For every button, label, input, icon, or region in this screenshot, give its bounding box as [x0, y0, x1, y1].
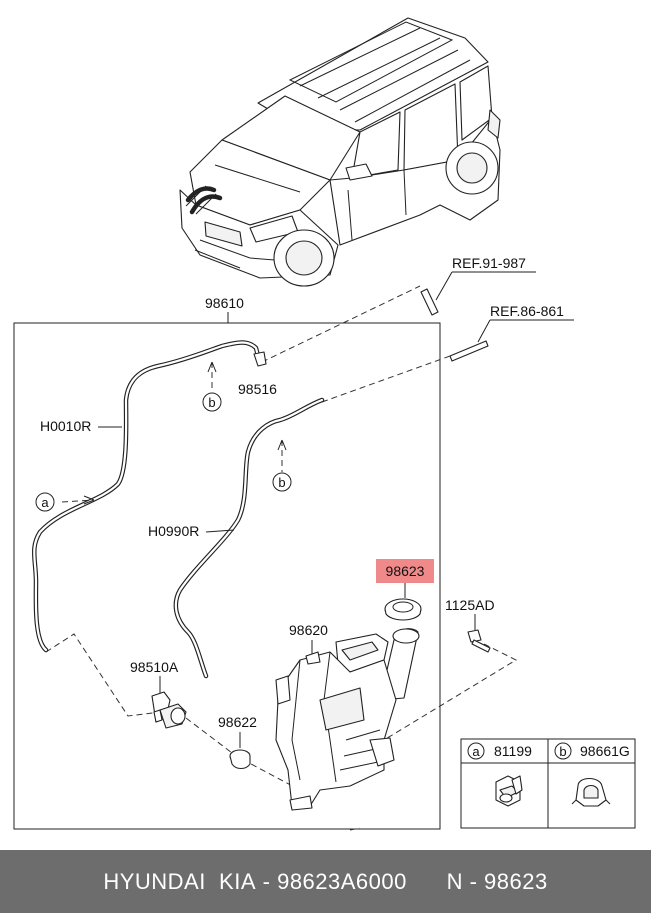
footer-ref: N - 98623 [446, 868, 548, 894]
legend-table: a 81199 b 98661G [460, 738, 636, 829]
clip-81199-illustration [495, 775, 523, 807]
washer-reservoir-98620 [275, 628, 420, 811]
grommet-98622 [229, 749, 251, 770]
filler-cap-98623 [384, 598, 422, 621]
footer-brand: HYUNDAI KIA [103, 868, 257, 894]
grommet-label: 98622 [218, 714, 257, 730]
legend-part-98661g: 98661G [580, 743, 630, 759]
ref-86-861-callout: REF.86-861 [449, 303, 574, 362]
svg-text:b: b [208, 395, 215, 410]
car-illustration [179, 17, 501, 287]
hose-assy-label: 98610 [205, 295, 244, 311]
bolt-1125ad [467, 629, 491, 653]
connector-label: 98516 [238, 381, 277, 397]
ref-91-987-callout: REF.91-987 [420, 255, 536, 316]
svg-text:a: a [472, 744, 480, 759]
washer-hose-h0990r [173, 397, 325, 679]
dashed-leaders [45, 285, 518, 831]
ref-91-987-label: REF.91-987 [452, 255, 526, 271]
callout-b-1: b [202, 392, 222, 412]
footer-part-number: 98623A6000 [277, 868, 407, 894]
hose-h0990r-label: H0990R [148, 523, 199, 539]
hose-h0010r-label: H0010R [40, 418, 91, 434]
parts-diagram: REF.91-987 REF.86-861 98610 b [13, 17, 636, 831]
svg-text:b: b [559, 744, 566, 759]
svg-text:b: b [278, 475, 285, 490]
legend-item-a: a 81199 [467, 742, 532, 760]
reservoir-label: 98620 [289, 622, 328, 638]
pump-label: 98510A [130, 659, 179, 675]
legend-part-81199: 81199 [494, 743, 532, 759]
clip-98661g-illustration [571, 777, 611, 807]
hose-connector-98516 [253, 351, 267, 367]
footer-bar: HYUNDAI KIA - 98623A6000 N - 98623 [0, 850, 651, 913]
footer-gap [407, 869, 447, 895]
washer-hose-h0010r [32, 340, 267, 653]
bolt-label: 1125AD [445, 597, 495, 613]
legend-item-b: b 98661G [554, 742, 630, 760]
cap-label: 98623 [386, 563, 425, 579]
assembly-frame [13, 322, 441, 830]
cap-label-highlight [376, 559, 434, 583]
callout-b-2: b [272, 472, 292, 492]
washer-pump-98510a [151, 691, 187, 729]
footer-sep-1: - [256, 868, 278, 894]
svg-text:a: a [41, 495, 49, 510]
callout-a: a [35, 492, 55, 512]
ref-86-861-label: REF.86-861 [490, 303, 564, 319]
